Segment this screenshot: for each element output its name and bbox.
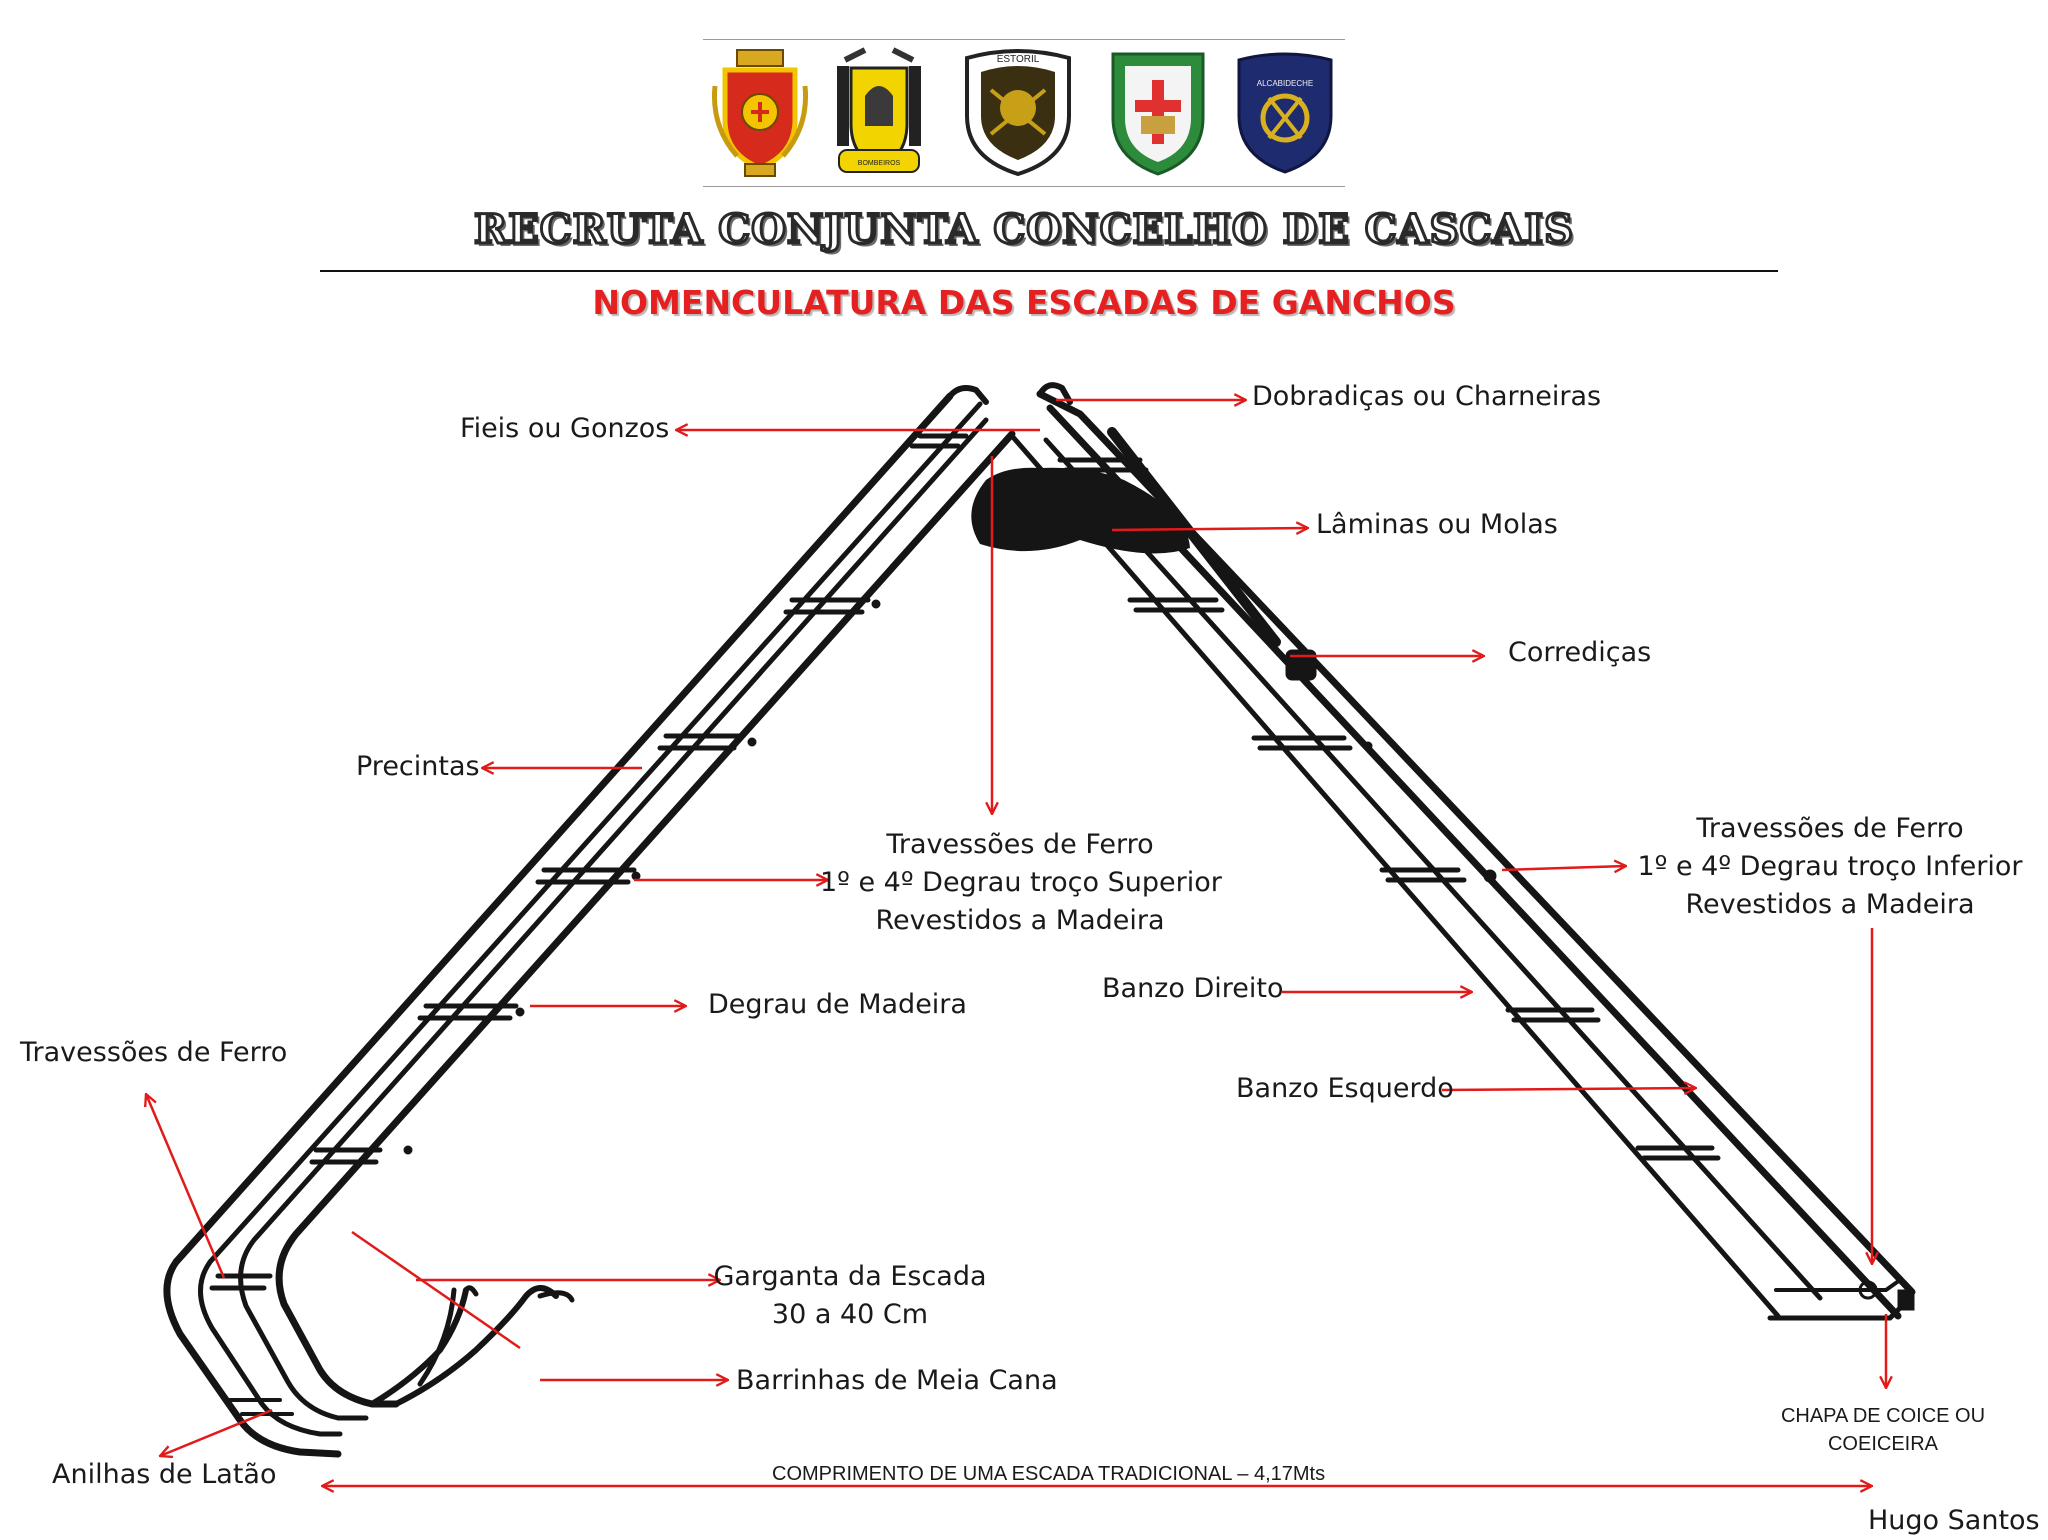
arrow-garganta-leader: [351, 1230, 521, 1350]
springs-shape: [971, 467, 1190, 554]
label-banzo-direito: Banzo Direito: [1102, 973, 1284, 1004]
annotation-arrows: [146, 400, 1886, 1486]
svg-text:ESTORIL: ESTORIL: [997, 54, 1040, 65]
arrow-banzo-esquerdo: [1441, 1088, 1696, 1090]
arrow-laminas: [1111, 528, 1308, 530]
alcabideche-blue-shield-logo: ALCABIDECHE: [1237, 52, 1333, 174]
label-travessoes-inferior-1: Travessões de Ferro: [1696, 813, 1964, 844]
label-banzo-esquerdo: Banzo Esquerdo: [1236, 1073, 1454, 1104]
title-divider: [320, 270, 1778, 272]
label-chapa-1: CHAPA DE COICE OU: [1780, 1405, 1986, 1427]
arrow-travessoes-inferior: [1501, 866, 1626, 870]
svg-text:BOMBEIROS: BOMBEIROS: [858, 160, 901, 167]
label-travessoes-inferior-3: Revestidos a Madeira: [1685, 889, 1975, 920]
label-precintas: Precintas: [356, 751, 480, 782]
label-travessoes-superior-2: 1º e 4º Degrau troço Superior: [820, 867, 1222, 898]
page-subtitle: NOMENCULATURA DAS ESCADAS DE GANCHOS: [592, 283, 1456, 322]
label-laminas: Lâminas ou Molas: [1316, 509, 1558, 540]
label-corredicas: Corrediças: [1508, 637, 1652, 668]
green-cross-shield-logo: [1111, 52, 1205, 176]
label-dobradicas: Dobradiças ou Charneiras: [1252, 381, 1602, 412]
arrow-travessoes-ferro: [146, 1094, 226, 1279]
label-travessoes-superior-3: Revestidos a Madeira: [875, 905, 1165, 936]
page-title: RECRUTA CONJUNTA CONCELHO DE CASCAIS: [473, 205, 1575, 255]
arrow-anilhas: [160, 1408, 273, 1456]
label-degrau: Degrau de Madeira: [708, 989, 967, 1020]
label-chapa-2: COEICEIRA: [1827, 1433, 1939, 1455]
label-travessoes-ferro: Travessões de Ferro: [20, 1037, 288, 1068]
label-garganta-2: 30 a 40 Cm: [771, 1299, 929, 1330]
label-autor: Hugo Santos: [1868, 1505, 2040, 1536]
right-ladder-section: [1009, 382, 1916, 1321]
crest-bombeiros-s-domingos-de-rana-logo: BOMBEIROS: [837, 47, 921, 173]
label-fieis: Fieis ou Gonzos: [460, 413, 670, 444]
estoril-bombeiros-voluntarios-logo: ESTORIL: [965, 49, 1071, 177]
logo-strip: BOMBEIROS ESTORIL ALCABIDECHE: [703, 39, 1345, 187]
crest-red-shield-logo: [711, 49, 809, 177]
label-anilhas: Anilhas de Latão: [52, 1459, 277, 1490]
label-travessoes-superior-1: Travessões de Ferro: [886, 829, 1154, 860]
left-ladder-section: [163, 385, 1016, 1458]
label-comprimento: COMPRIMENTO DE UMA ESCADA TRADICIONAL – …: [772, 1463, 1326, 1485]
label-travessoes-inferior-2: 1º e 4º Degrau troço Inferior: [1637, 851, 2023, 882]
svg-text:ALCABIDECHE: ALCABIDECHE: [1257, 79, 1313, 88]
label-barrinhas: Barrinhas de Meia Cana: [736, 1365, 1058, 1396]
label-garganta-1: Garganta da Escada: [713, 1261, 987, 1292]
